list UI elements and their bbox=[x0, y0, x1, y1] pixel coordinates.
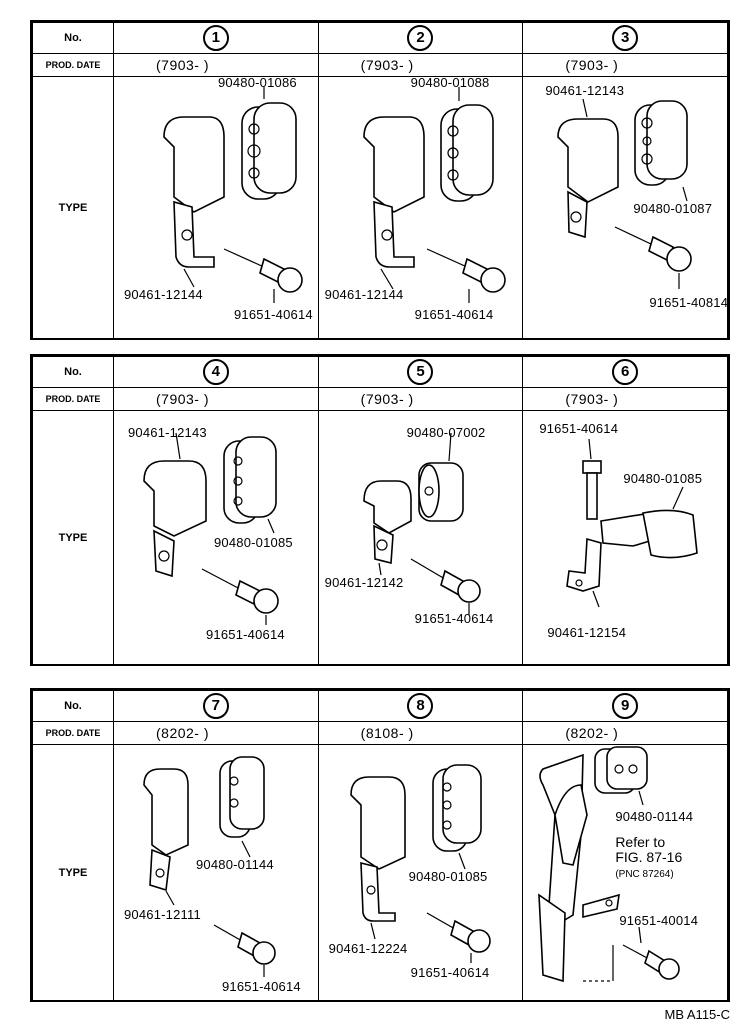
part-number-4-a: 90461-12143 bbox=[128, 425, 207, 440]
prod-date-2: (7903- ) bbox=[317, 53, 524, 77]
parts-table-group-2: No. 4 5 6 PROD. DATE (7903- ) (7903- ) (… bbox=[30, 354, 730, 666]
type-label: TYPE bbox=[32, 76, 114, 339]
refer-note-line1: Refer to bbox=[615, 834, 666, 850]
part-number-3-c: 91651-40814 bbox=[649, 295, 729, 310]
type-illustration-1: 90480-01086 90461-12144 91651-40614 bbox=[113, 75, 319, 339]
prod-date-9: (8202- ) bbox=[522, 721, 728, 745]
type-illustration-2: 90480-01088 90461-12144 91651-40614 bbox=[317, 75, 524, 339]
prod-date-1: (7903- ) bbox=[113, 53, 319, 77]
clamp-assembly-drawing-3 bbox=[557, 98, 693, 289]
item-number-4: 4 bbox=[202, 359, 229, 385]
type-illustration-3: 90461-12143 90480-01087 91651-40814 bbox=[522, 76, 729, 339]
part-number-4-c: 91651-40614 bbox=[206, 627, 285, 642]
part-number-7-a: 90480-01144 bbox=[196, 857, 274, 872]
refer-note-line2: FIG. 87-16 bbox=[615, 849, 683, 865]
item-number-7: 7 bbox=[202, 693, 229, 719]
part-number-8-b: 90461-12224 bbox=[328, 941, 408, 956]
clamp-assembly-drawing-4 bbox=[143, 432, 279, 625]
clamp-assembly-drawing-7 bbox=[143, 756, 276, 977]
clamp-assembly-drawing-5 bbox=[362, 432, 481, 615]
part-number-3-b: 90480-01087 bbox=[633, 201, 713, 216]
part-number-7-b: 90461-12111 bbox=[124, 907, 201, 922]
item-number-9: 9 bbox=[612, 693, 639, 719]
part-number-5-a: 90480-07002 bbox=[406, 425, 486, 440]
part-number-4-b: 90480-01085 bbox=[214, 535, 293, 550]
item-number-3: 3 bbox=[612, 25, 639, 51]
part-number-6-b: 90480-01085 bbox=[623, 471, 703, 486]
clamp-assembly-drawing-2 bbox=[362, 87, 506, 303]
type-illustration-4: 90461-12143 90480-01085 91651-40614 bbox=[113, 410, 319, 665]
prod-date-7: (8202- ) bbox=[113, 721, 319, 745]
type-illustration-8: 90480-01085 90461-12224 91651-40614 bbox=[317, 744, 524, 1001]
no-label: No. bbox=[32, 690, 114, 722]
type-illustration-6: 91651-40614 90480-01085 90461-12154 bbox=[522, 410, 728, 665]
refer-note-line3: (PNC 87264) bbox=[615, 869, 674, 880]
part-number-1-b: 90461-12144 bbox=[124, 287, 203, 302]
refer-note: Refer to FIG. 87-16 (PNC 87264) bbox=[615, 835, 682, 882]
no-label: No. bbox=[32, 22, 114, 54]
no-label: No. bbox=[32, 356, 114, 388]
part-number-5-c: 91651-40614 bbox=[414, 611, 494, 626]
part-number-1-c: 91651-40614 bbox=[234, 307, 313, 322]
clamp-assembly-drawing-8 bbox=[349, 764, 491, 963]
prod-date-label: PROD. DATE bbox=[32, 53, 114, 77]
part-number-3-a: 90461-12143 bbox=[545, 83, 625, 98]
prod-date-6: (7903- ) bbox=[522, 387, 728, 411]
item-number-6: 6 bbox=[612, 359, 639, 385]
part-number-8-c: 91651-40614 bbox=[410, 965, 490, 980]
part-number-9-a: 90480-01144 bbox=[615, 809, 694, 824]
type-illustration-5: 90480-07002 90461-12142 91651-40614 bbox=[317, 410, 524, 665]
prod-date-3: (7903- ) bbox=[522, 53, 728, 77]
prod-date-label: PROD. DATE bbox=[32, 387, 114, 411]
figure-code: MB A115-C bbox=[664, 1007, 730, 1022]
part-number-6-c: 90461-12154 bbox=[547, 625, 627, 640]
type-label: TYPE bbox=[32, 410, 114, 665]
part-number-5-b: 90461-12142 bbox=[324, 575, 404, 590]
part-number-7-c: 91651-40614 bbox=[222, 979, 301, 994]
type-illustration-9: 90480-01144 Refer to FIG. 87-16 (PNC 872… bbox=[522, 744, 728, 1001]
parts-table-group-1: No. 1 2 3 PROD. DATE (7903- ) (7903- ) (… bbox=[30, 20, 730, 340]
type-label: TYPE bbox=[32, 744, 114, 1001]
part-number-2-b: 90461-12144 bbox=[324, 287, 404, 302]
item-number-1: 1 bbox=[202, 25, 229, 51]
part-number-6-a: 91651-40614 bbox=[539, 421, 619, 436]
item-number-8: 8 bbox=[407, 693, 434, 719]
clamp-assembly-drawing-6 bbox=[566, 438, 699, 608]
prod-date-5: (7903- ) bbox=[317, 387, 524, 411]
part-number-9-b: 91651-40014 bbox=[619, 913, 699, 928]
type-illustration-7: 90480-01144 90461-12111 91651-40614 bbox=[113, 744, 319, 1001]
part-number-2-a: 90480-01088 bbox=[410, 75, 490, 90]
parts-table-group-3: No. 7 8 9 PROD. DATE (8202- ) (8108- ) (… bbox=[30, 688, 730, 1002]
part-number-8-a: 90480-01085 bbox=[408, 869, 488, 884]
part-number-2-c: 91651-40614 bbox=[414, 307, 494, 322]
part-number-1-a: 90480-01086 bbox=[218, 75, 297, 90]
clamp-assembly-drawing-1 bbox=[163, 87, 303, 303]
prod-date-label: PROD. DATE bbox=[32, 721, 114, 745]
prod-date-4: (7903- ) bbox=[113, 387, 319, 411]
prod-date-8: (8108- ) bbox=[317, 721, 524, 745]
item-number-5: 5 bbox=[407, 359, 434, 385]
item-number-2: 2 bbox=[407, 25, 434, 51]
clamp-assembly-drawing-9 bbox=[538, 746, 681, 983]
